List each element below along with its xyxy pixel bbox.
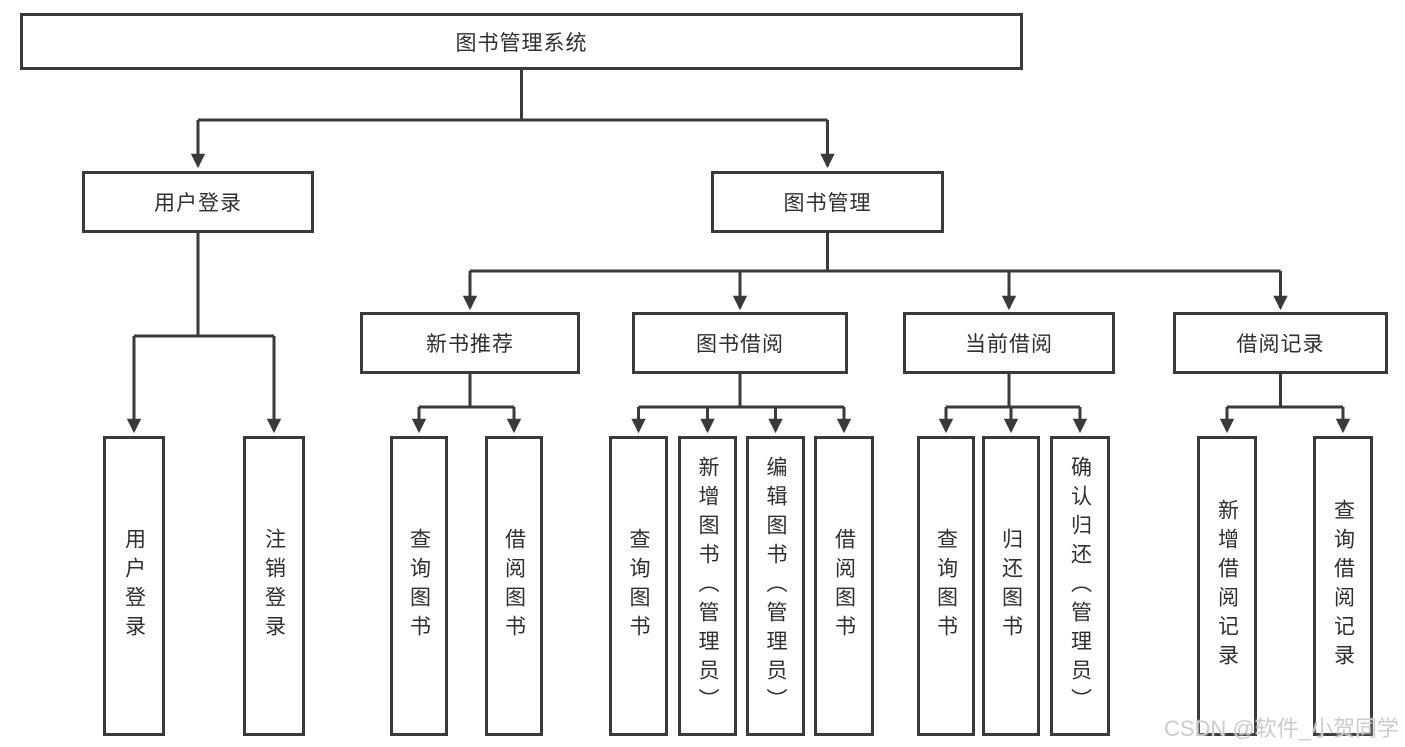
- leaf-add-books-admin: 新增图书（管理员）: [678, 436, 737, 736]
- leaf-logout: 注销登录: [243, 436, 305, 736]
- node-label: 查询借阅记录: [1331, 499, 1355, 673]
- node-library-management-system: 图书管理系统: [20, 13, 1023, 70]
- node-book-management: 图书管理: [711, 171, 944, 233]
- node-borrowing-records: 借阅记录: [1173, 312, 1388, 374]
- node-label: 借阅图书: [832, 528, 856, 644]
- node-label: 查询图书: [407, 528, 431, 644]
- node-label: 用户登录: [122, 528, 146, 644]
- leaf-add-borrow-record: 新增借阅记录: [1197, 436, 1257, 736]
- connector-book-borrow-children: [631, 374, 852, 434]
- leaf-borrow-books-newbook: 借阅图书: [485, 436, 543, 736]
- leaf-borrow-books: 借阅图书: [814, 436, 874, 736]
- node-label: 新书推荐: [426, 333, 514, 356]
- connector-borrow-record-children: [1219, 374, 1351, 434]
- node-label: 确认归还（管理员）: [1068, 455, 1092, 717]
- leaf-edit-books-admin: 编辑图书（管理员）: [746, 436, 805, 736]
- node-new-book-recommendation: 新书推荐: [360, 312, 580, 374]
- leaf-user-login: 用户登录: [103, 436, 165, 736]
- leaf-query-books-newbook: 查询图书: [390, 436, 448, 736]
- connector-current-borrow-children: [938, 374, 1088, 434]
- connector-book-mgmt-children: [462, 233, 1288, 311]
- leaf-query-borrow-record: 查询借阅记录: [1313, 436, 1373, 736]
- csdn-watermark: CSDN @软件_小贺同学: [1163, 716, 1399, 741]
- connector-root-to-level2: [190, 70, 835, 169]
- node-label: 查询图书: [934, 528, 958, 644]
- connector-user-login-children: [126, 233, 282, 434]
- node-label: 新增借阅记录: [1215, 499, 1239, 673]
- leaf-confirm-return-admin: 确认归还（管理员）: [1050, 436, 1110, 736]
- node-book-borrowing: 图书借阅: [632, 312, 848, 374]
- connector-new-book-children: [411, 374, 522, 434]
- node-label: 新增图书（管理员）: [696, 455, 719, 717]
- leaf-query-books-current: 查询图书: [917, 436, 975, 736]
- node-label: 借阅记录: [1236, 333, 1325, 356]
- node-label: 图书借阅: [696, 333, 784, 356]
- node-label: 图书管理: [783, 192, 872, 215]
- node-label: 当前借阅: [965, 333, 1053, 356]
- node-user-login: 用户登录: [82, 171, 314, 233]
- node-label: 归还图书: [999, 528, 1023, 644]
- leaf-query-books-borrow: 查询图书: [609, 436, 668, 736]
- leaf-return-books: 归还图书: [982, 436, 1040, 736]
- node-label: 注销登录: [262, 528, 286, 644]
- node-label: 图书管理系统: [455, 31, 588, 55]
- node-label: 用户登录: [154, 192, 242, 215]
- node-current-borrowing: 当前借阅: [903, 312, 1115, 374]
- node-label: 编辑图书（管理员）: [764, 455, 787, 717]
- node-label: 查询图书: [627, 528, 650, 644]
- node-label: 借阅图书: [502, 528, 526, 644]
